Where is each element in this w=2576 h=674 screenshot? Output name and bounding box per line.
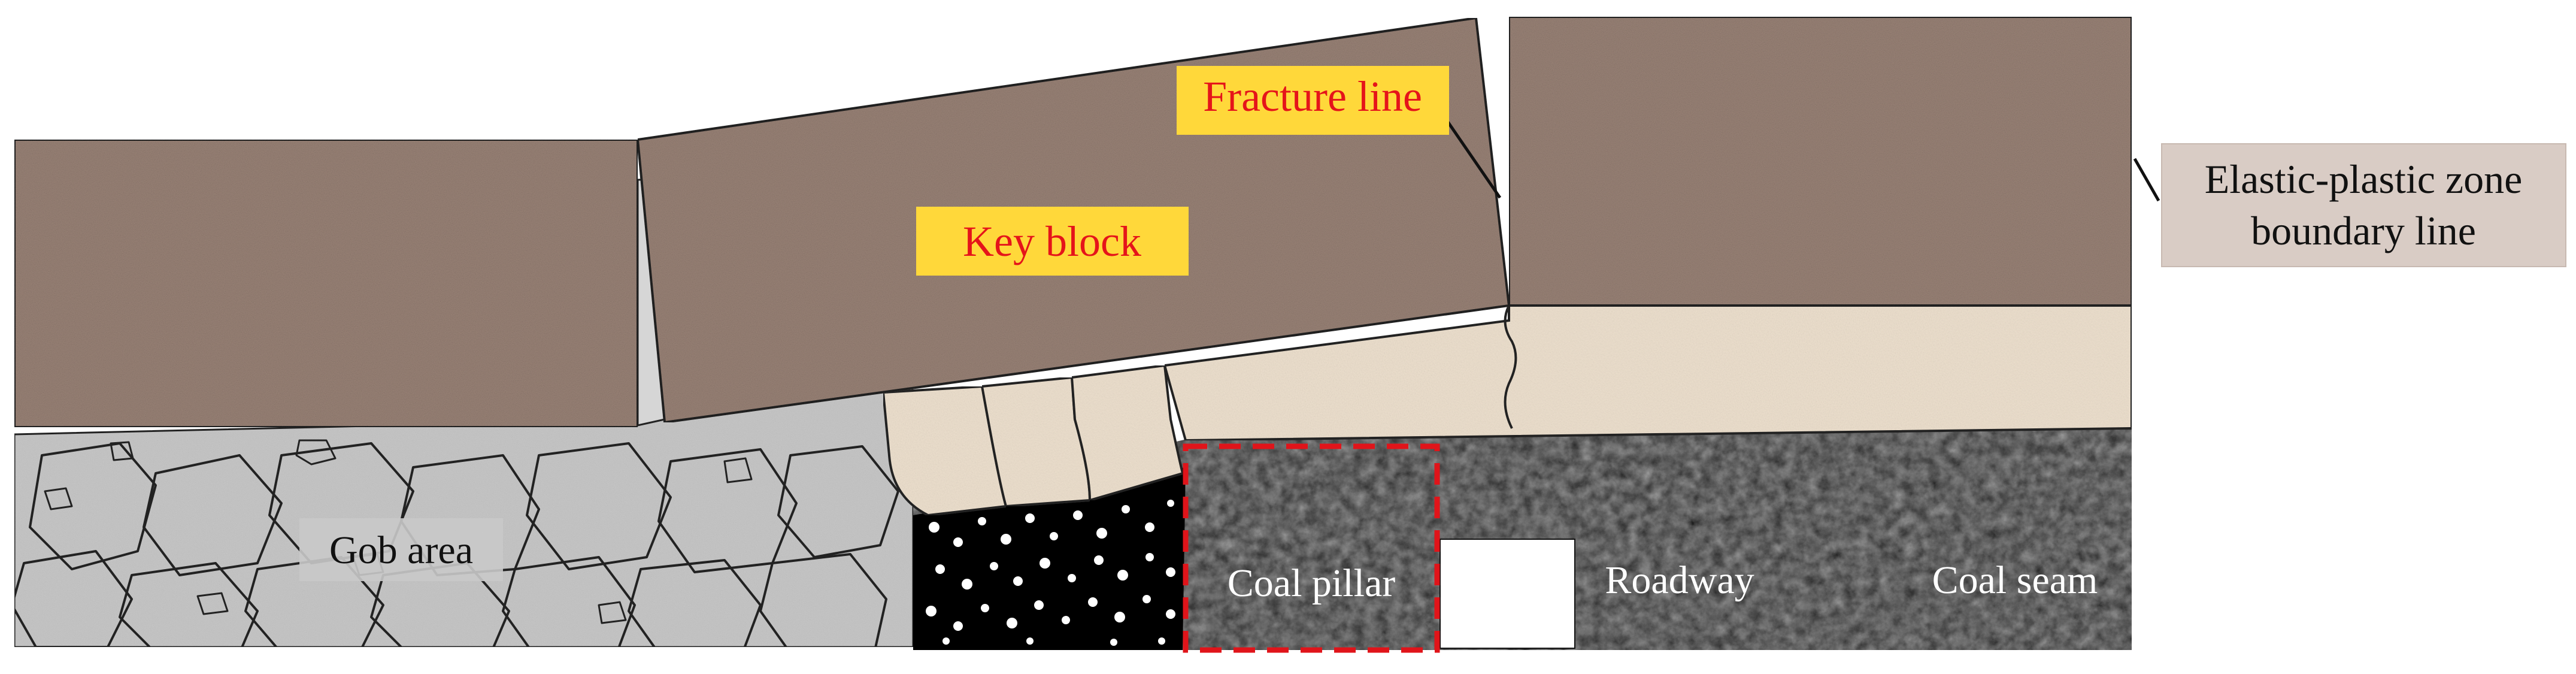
- elastic-plastic-boundary-label: Elastic-plastic zone boundary line: [2161, 143, 2566, 267]
- gob-area-label: Gob area: [299, 518, 503, 581]
- roadway-opening: [1439, 539, 1575, 649]
- immediate-roof-blocks: [881, 364, 1184, 517]
- svg-text:Elastic-plastic zone: Elastic-plastic zone: [2205, 156, 2523, 202]
- coal-pillar-outline: [1183, 443, 1440, 653]
- boundary-line-leader: [2133, 158, 2160, 202]
- coal-pillar-label: Coal pillar: [1228, 561, 1395, 605]
- svg-text:boundary line: boundary line: [2251, 208, 2476, 253]
- svg-text:Gob area: Gob area: [329, 528, 473, 572]
- coal-seam-label: Coal seam: [1932, 558, 2098, 602]
- svg-text:Key block: Key block: [963, 217, 1141, 265]
- key-block-label: Key block: [916, 207, 1189, 276]
- main-roof-right-block: [1508, 16, 2133, 307]
- main-roof-left-block: [13, 138, 639, 428]
- roadway-label: Roadway: [1605, 558, 1754, 602]
- broken-coal-fragments: [913, 467, 1186, 650]
- svg-text:Fracture line: Fracture line: [1203, 72, 1422, 120]
- fracture-line-label: Fracture line: [1177, 66, 1449, 135]
